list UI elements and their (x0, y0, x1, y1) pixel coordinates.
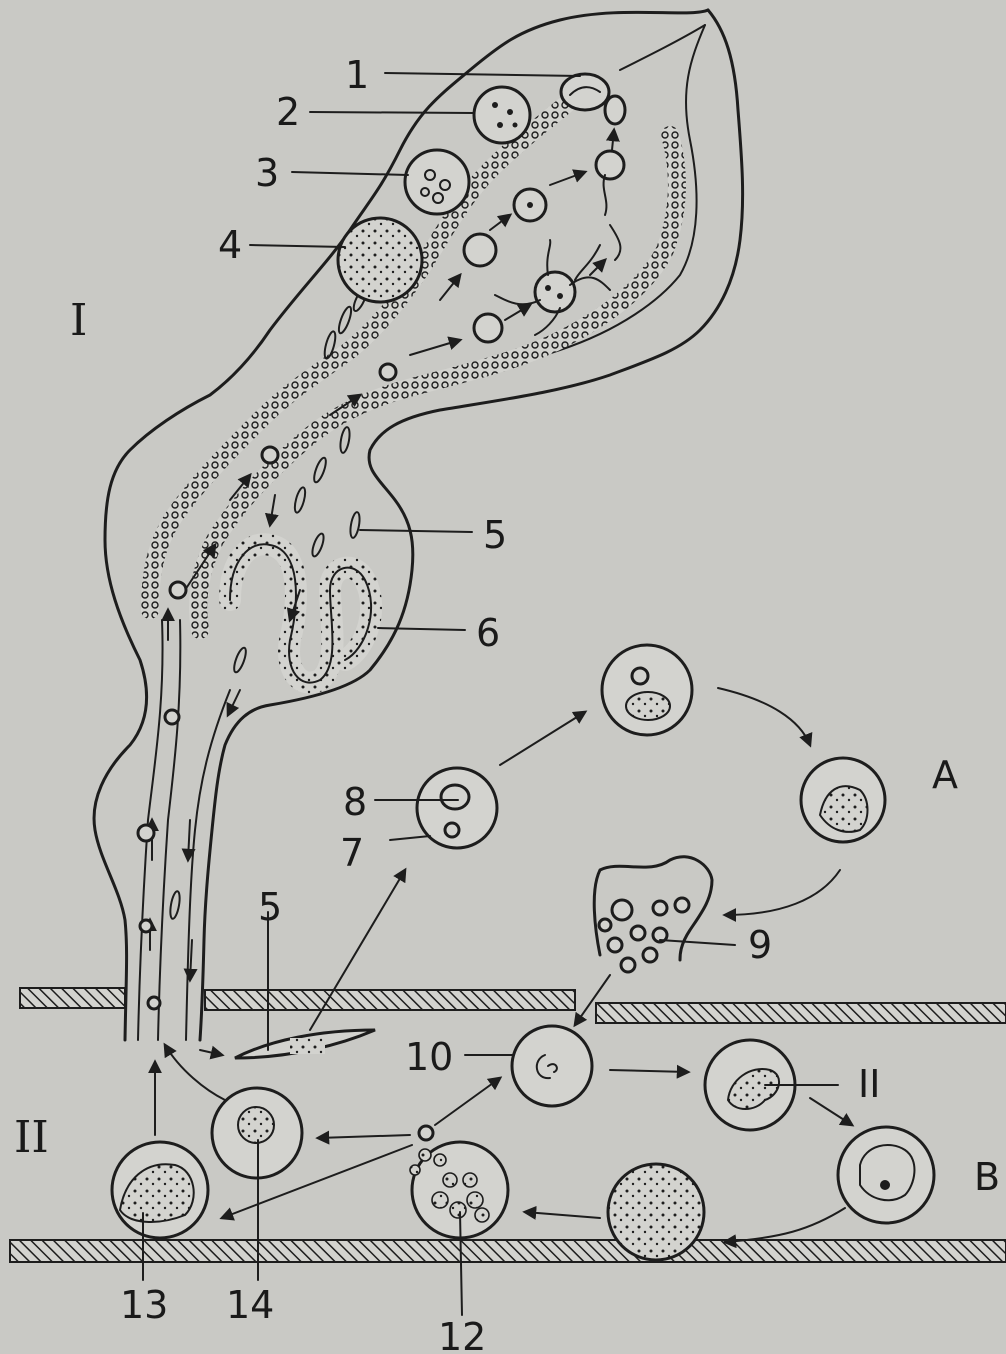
oocyst-2 (474, 87, 530, 143)
label-9: 9 (748, 923, 772, 967)
coiled-gland (230, 544, 371, 682)
label-8: 8 (343, 780, 367, 824)
label-10: 10 (405, 1035, 453, 1079)
injected-sporozoite (200, 870, 405, 1058)
label-2: 2 (276, 90, 300, 134)
label-1: 1 (345, 53, 369, 97)
oocyst-4 (338, 218, 422, 302)
label-14: 14 (226, 1283, 274, 1327)
label-13: 13 (120, 1283, 168, 1327)
label-12: 12 (438, 1315, 486, 1354)
label-section-two: II (14, 1112, 49, 1163)
label-cycle-b: B (974, 1155, 1000, 1199)
label-7: 7 (340, 831, 364, 875)
oocyst-1 (561, 74, 609, 110)
cycle-a (417, 645, 885, 1025)
label-5-lower: 5 (258, 885, 282, 929)
label-11: II (858, 1062, 880, 1106)
label-cycle-a: A (932, 753, 958, 797)
oocyst-3 (405, 150, 469, 214)
label-5-upper: 5 (483, 513, 507, 557)
label-section-one: I (70, 295, 87, 346)
label-4: 4 (218, 223, 242, 267)
label-3: 3 (255, 151, 279, 195)
label-6: 6 (476, 611, 500, 655)
cycle-b (112, 1026, 934, 1260)
cell-10 (512, 1026, 592, 1106)
